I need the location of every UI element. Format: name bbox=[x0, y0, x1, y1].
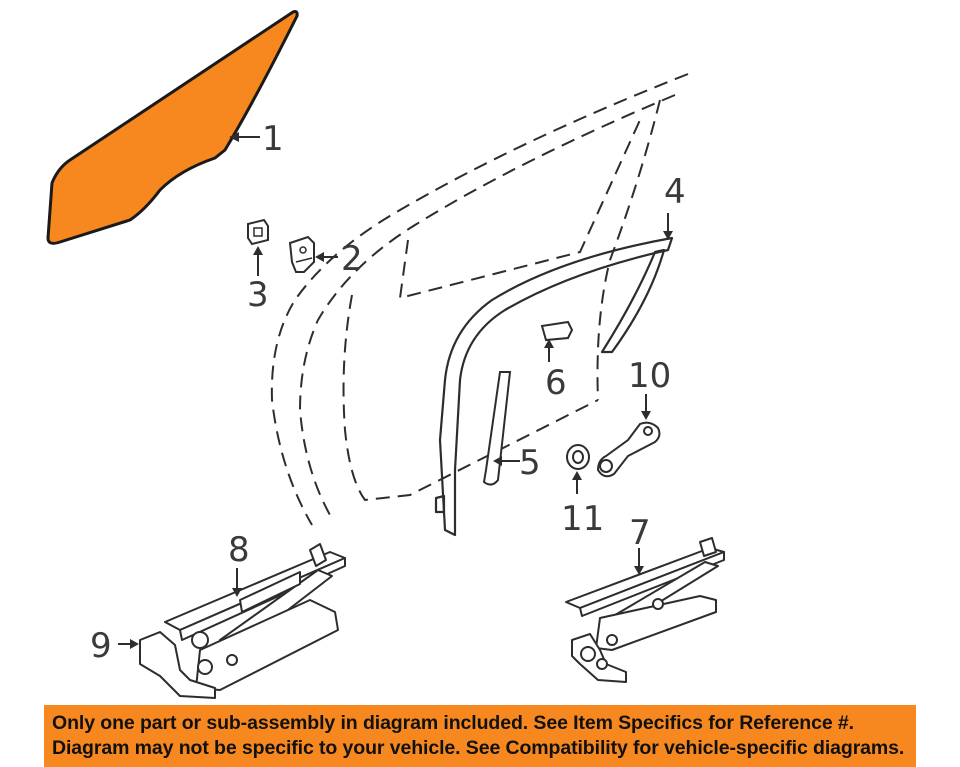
window-crank-part-10[interactable] bbox=[596, 421, 661, 478]
run-channel-part-4[interactable] bbox=[434, 236, 674, 537]
callout-3: 3 bbox=[247, 275, 269, 315]
disclaimer-line-2: Diagram may not be specific to your vehi… bbox=[52, 737, 905, 759]
bumper-part-6[interactable] bbox=[540, 320, 574, 342]
regulator-part-7[interactable] bbox=[565, 537, 725, 683]
regulator-part-8[interactable] bbox=[139, 543, 346, 699]
callout-9: 9 bbox=[90, 626, 112, 666]
callout-1: 1 bbox=[262, 119, 284, 159]
callout-8: 8 bbox=[228, 530, 250, 570]
callout-10: 10 bbox=[628, 356, 671, 396]
disclaimer-banner: Only one part or sub-assembly in diagram… bbox=[44, 705, 916, 767]
callout-2: 2 bbox=[341, 239, 363, 279]
guide-strip-part-5[interactable] bbox=[482, 371, 512, 486]
door-outline bbox=[270, 73, 689, 526]
callout-7: 7 bbox=[629, 513, 651, 553]
callout-5: 5 bbox=[519, 443, 541, 483]
washer-part-11[interactable] bbox=[566, 444, 590, 470]
callout-labels: 1 2 3 4 5 6 7 8 9 10 11 bbox=[90, 119, 686, 666]
clip-part-2[interactable] bbox=[288, 235, 315, 273]
leader-lines bbox=[118, 132, 673, 649]
door-glass-part[interactable] bbox=[46, 10, 299, 245]
callout-4: 4 bbox=[664, 172, 686, 212]
callout-11: 11 bbox=[561, 499, 604, 539]
callout-6: 6 bbox=[545, 363, 567, 403]
pad-part-3[interactable] bbox=[247, 218, 269, 246]
disclaimer-line-1: Only one part or sub-assembly in diagram… bbox=[52, 712, 854, 734]
